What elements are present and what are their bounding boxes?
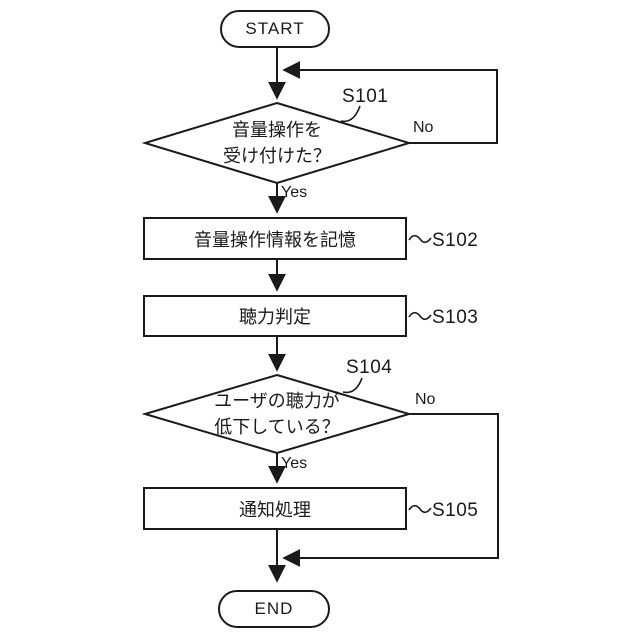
step-label-s104: S104 (346, 357, 393, 378)
branch-no-s101: No (413, 119, 434, 136)
loop-s101-no (282, 61, 498, 144)
branch-yes-s104: Yes (281, 455, 308, 472)
tilde-s102 (408, 234, 432, 244)
process-s103: 聴力判定 (143, 295, 407, 337)
process-s102: 音量操作情報を記憶 (143, 217, 407, 260)
process-s103-label: 聴力判定 (239, 307, 311, 327)
tilde-s103 (408, 311, 432, 321)
decision-s104-shape (141, 373, 413, 455)
loop-s104-no (282, 413, 499, 567)
leader-s101 (340, 105, 361, 123)
decision-s104-line2: 低下している？ (214, 417, 340, 437)
process-s105-label: 通知処理 (239, 499, 311, 520)
branch-yes-s101: Yes (281, 184, 308, 201)
process-s102-label: 音量操作情報を記憶 (194, 229, 356, 250)
branch-no-s104: No (415, 391, 436, 408)
step-label-s103: S103 (432, 307, 479, 328)
decision-s101-line2: 受け付けた？ (223, 146, 331, 166)
step-label-s101: S101 (342, 86, 389, 107)
step-label-s102: S102 (432, 230, 479, 251)
decision-s101-text: 音量操作を 受け付けた？ (177, 108, 377, 178)
decision-s101-line1: 音量操作を (232, 119, 322, 140)
start-terminal: START (220, 10, 330, 48)
tilde-s105 (408, 504, 432, 514)
start-label: START (245, 19, 305, 38)
decision-s104-text: ユーザの聴力が 低下している？ (167, 379, 387, 449)
decision-s101-shape (141, 101, 413, 185)
leader-s104 (342, 377, 363, 394)
end-terminal: END (218, 590, 330, 628)
decision-s104-line1: ユーザの聴力が (214, 390, 340, 411)
process-s105: 通知処理 (143, 487, 407, 530)
step-label-s105: S105 (432, 500, 479, 521)
end-label: END (254, 599, 294, 618)
